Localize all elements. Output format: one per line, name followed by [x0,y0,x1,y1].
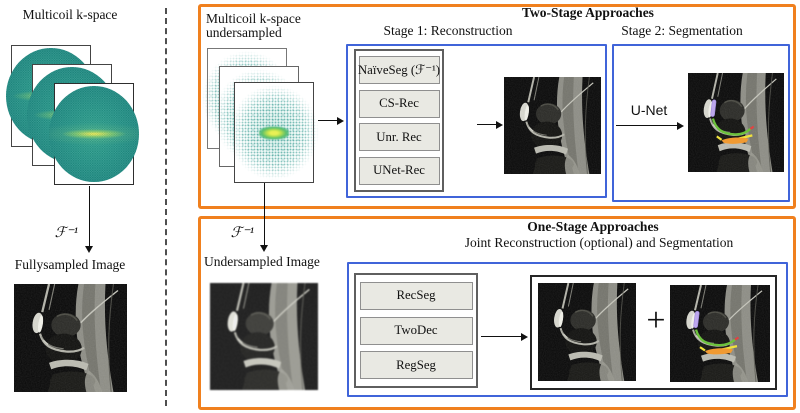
method-twodec: TwoDec [359,316,473,345]
output-reconstruction-image [538,283,636,381]
kspace-center-blob [259,126,289,139]
stage1-method-list: NaïveSeg (ℱ⁻¹) CS-Rec Unr. Rec UNet-Rec [354,49,444,192]
kspace-ellipse [49,86,139,182]
left-panel-title: Multicoil k-space [22,7,118,22]
stage1-box [346,44,607,198]
method-recseg: RecSeg [359,281,473,310]
ifft-operator-label-bottom: ℱ⁻¹ [230,225,254,241]
two-stage-title: Two-Stage Approaches [522,5,654,20]
undersampled-kspace-label-line2: undersampled [206,25,282,40]
one-stage-inner-box [347,262,788,397]
undersampled-coil-frame-front [229,82,319,183]
method-cs-rec: CS-Rec [358,89,440,118]
stage2-label: Stage 2: Segmentation [621,23,743,38]
undersampled-mri-image [210,283,318,390]
stage1-label: Stage 1: Reconstruction [383,23,513,38]
undersampled-image-label: Undersampled Image [204,254,320,269]
ifft-arrow-left [85,186,94,253]
method-unet-rec: UNet-Rec [358,156,440,185]
two-stage-box [198,4,796,209]
panel-separator-dashed-line [165,8,167,406]
one-stage-method-list: RecSeg TwoDec RegSeg [354,273,478,388]
one-stage-subtitle: Joint Reconstruction (optional) and Segm… [464,235,734,250]
ifft-arrow-crossing [260,183,269,252]
method-unr-rec: Unr. Rec [358,123,440,152]
plus-sign: + [646,302,666,339]
kspace-coil-frame-front [49,83,139,185]
segmented-mri-image [688,73,784,172]
fullysampled-mri-image [14,284,127,392]
method-naiveseg: NaïveSeg (ℱ⁻¹) [358,56,440,85]
output-segmentation-image [670,285,770,382]
arrow-methods-to-output [481,332,528,341]
fullysampled-image-label: Fullysampled Image [14,257,126,272]
undersampled-kspace-label-line1: Multicoil k-space [206,11,301,26]
one-stage-title: One-Stage Approaches [527,219,659,234]
stage2-box [612,44,790,202]
arrow-kspace-to-stage1 [318,116,344,125]
arrow-methods-to-reconstruction [477,120,503,129]
ifft-operator-label: ℱ⁻¹ [54,225,78,241]
method-regseg: RegSeg [359,351,473,380]
one-stage-box [198,216,796,410]
reconstructed-mri-image [504,77,601,174]
arrow-unet-to-segmentation [616,121,684,130]
unet-label: U-Net [630,102,668,118]
